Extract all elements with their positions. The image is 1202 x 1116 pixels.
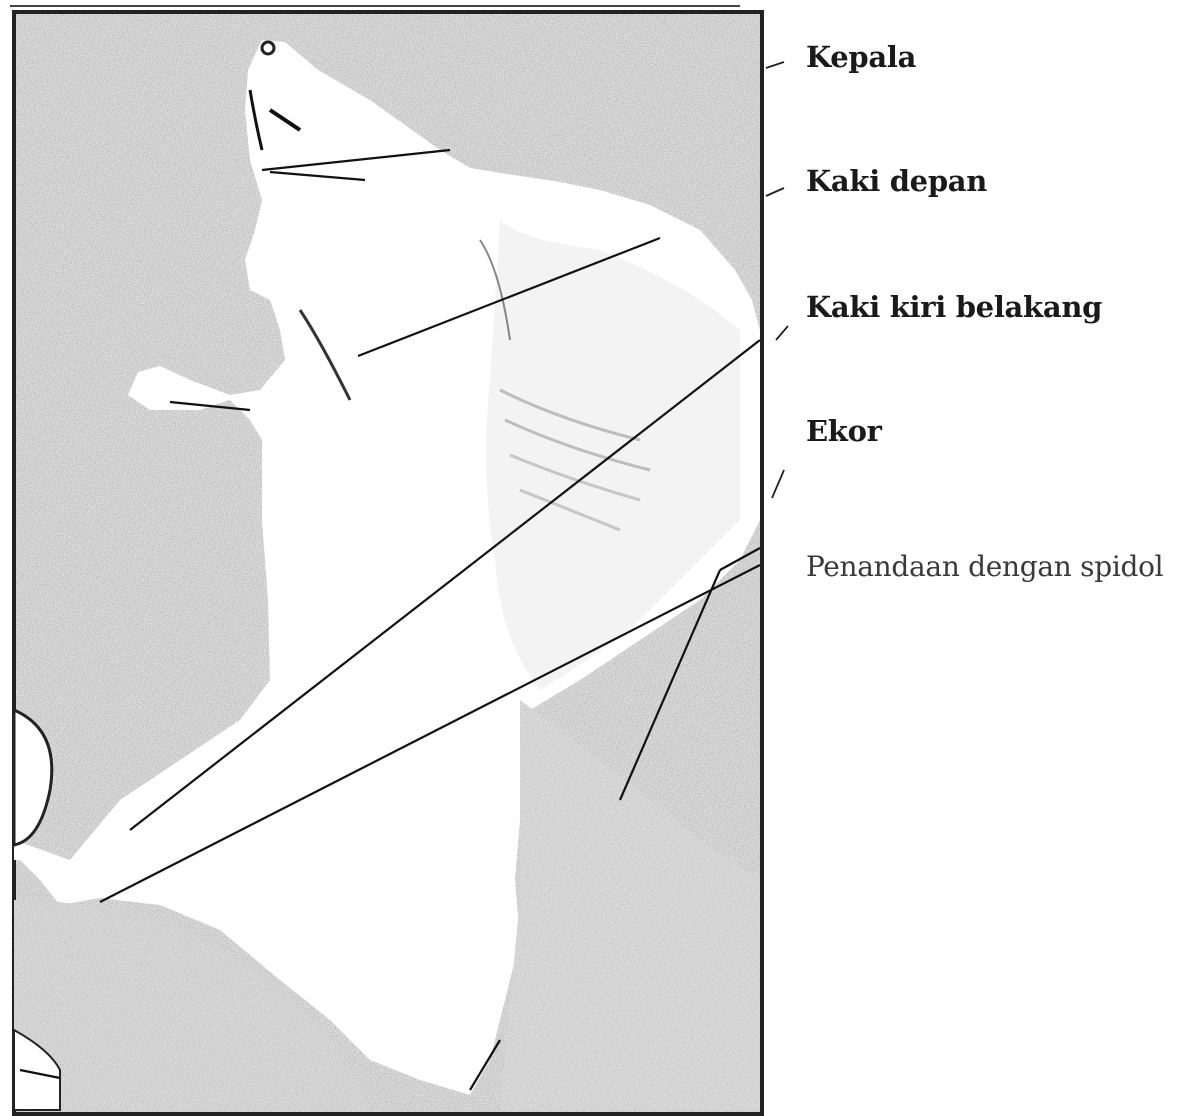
label-kepala: Kepala — [806, 40, 916, 74]
label-ticks — [766, 62, 788, 498]
label-kaki-depan: Kaki depan — [806, 164, 987, 198]
label-ekor: Ekor — [806, 414, 882, 448]
label-kaki-kiri-belakang: Kaki kiri belakang — [806, 290, 1102, 324]
label-penandaan-dengan-spidol: Penandaan dengan spidol — [806, 550, 1163, 583]
